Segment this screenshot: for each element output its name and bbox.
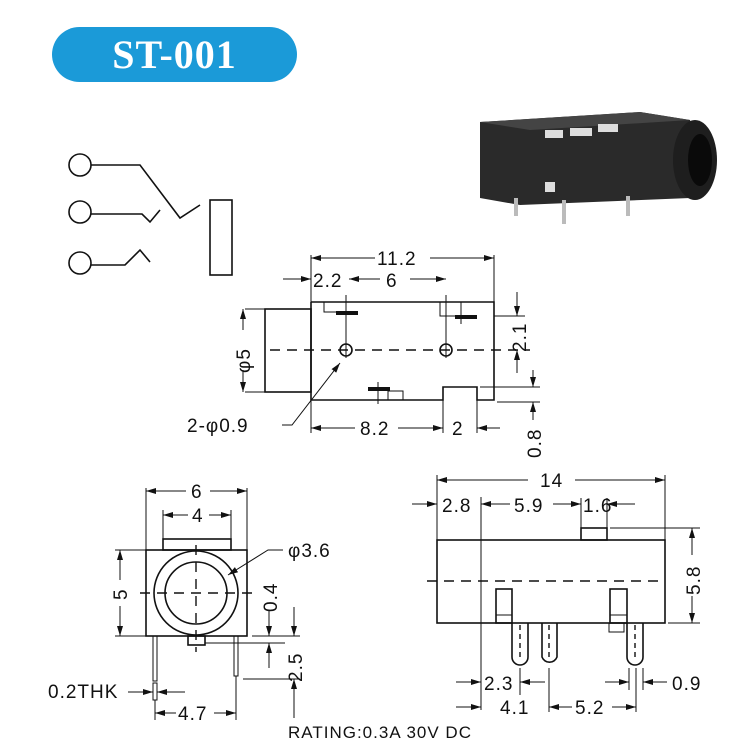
dim-0-8: 0.8 bbox=[525, 429, 546, 458]
schematic-symbol bbox=[68, 153, 233, 276]
dim-holes: 2-φ0.9 bbox=[187, 416, 249, 437]
dim-2-5: 2.5 bbox=[286, 653, 307, 682]
dim-11-2: 11.2 bbox=[377, 249, 417, 270]
dim-phi5: φ5 bbox=[234, 348, 255, 373]
product-photo bbox=[473, 105, 723, 230]
dim-2: 2 bbox=[452, 419, 464, 440]
dim-0-4: 0.4 bbox=[261, 583, 282, 612]
dim-0-9: 0.9 bbox=[672, 674, 701, 695]
front-view: 6 4 5 φ3.6 0.4 2.5 0.2THK 4.7 bbox=[48, 482, 331, 725]
dim-4: 4 bbox=[192, 506, 204, 527]
dim-5-9: 5.9 bbox=[514, 496, 543, 517]
dim-6-front: 6 bbox=[191, 482, 203, 503]
dim-4-7: 4.7 bbox=[178, 704, 207, 725]
dim-14: 14 bbox=[540, 471, 563, 492]
dim-2-2: 2.2 bbox=[313, 271, 342, 292]
dim-6: 6 bbox=[386, 271, 398, 292]
dim-4-1: 4.1 bbox=[500, 698, 529, 719]
part-number-title: ST-001 bbox=[52, 27, 297, 82]
top-view: 11.2 2.2 6 φ5 2.1 0.8 2-φ0.9 8.2 2 bbox=[187, 249, 546, 458]
side-view: 14 2.8 5.9 1.6 5.8 2.3 4.1 5.2 0.9 bbox=[412, 471, 705, 719]
dim-phi3-6: φ3.6 bbox=[288, 541, 331, 562]
rating-text: RATING:0.3A 30V DC bbox=[288, 723, 472, 742]
dim-2-8: 2.8 bbox=[442, 496, 471, 517]
dim-2-3: 2.3 bbox=[484, 674, 513, 695]
dim-1-6: 1.6 bbox=[583, 496, 612, 517]
dim-8-2: 8.2 bbox=[360, 419, 389, 440]
dim-5-2: 5.2 bbox=[575, 698, 604, 719]
dim-2-1: 2.1 bbox=[510, 323, 531, 352]
dim-5-8: 5.8 bbox=[684, 566, 705, 595]
dim-thickness: 0.2THK bbox=[48, 682, 118, 703]
dim-5: 5 bbox=[111, 588, 132, 600]
